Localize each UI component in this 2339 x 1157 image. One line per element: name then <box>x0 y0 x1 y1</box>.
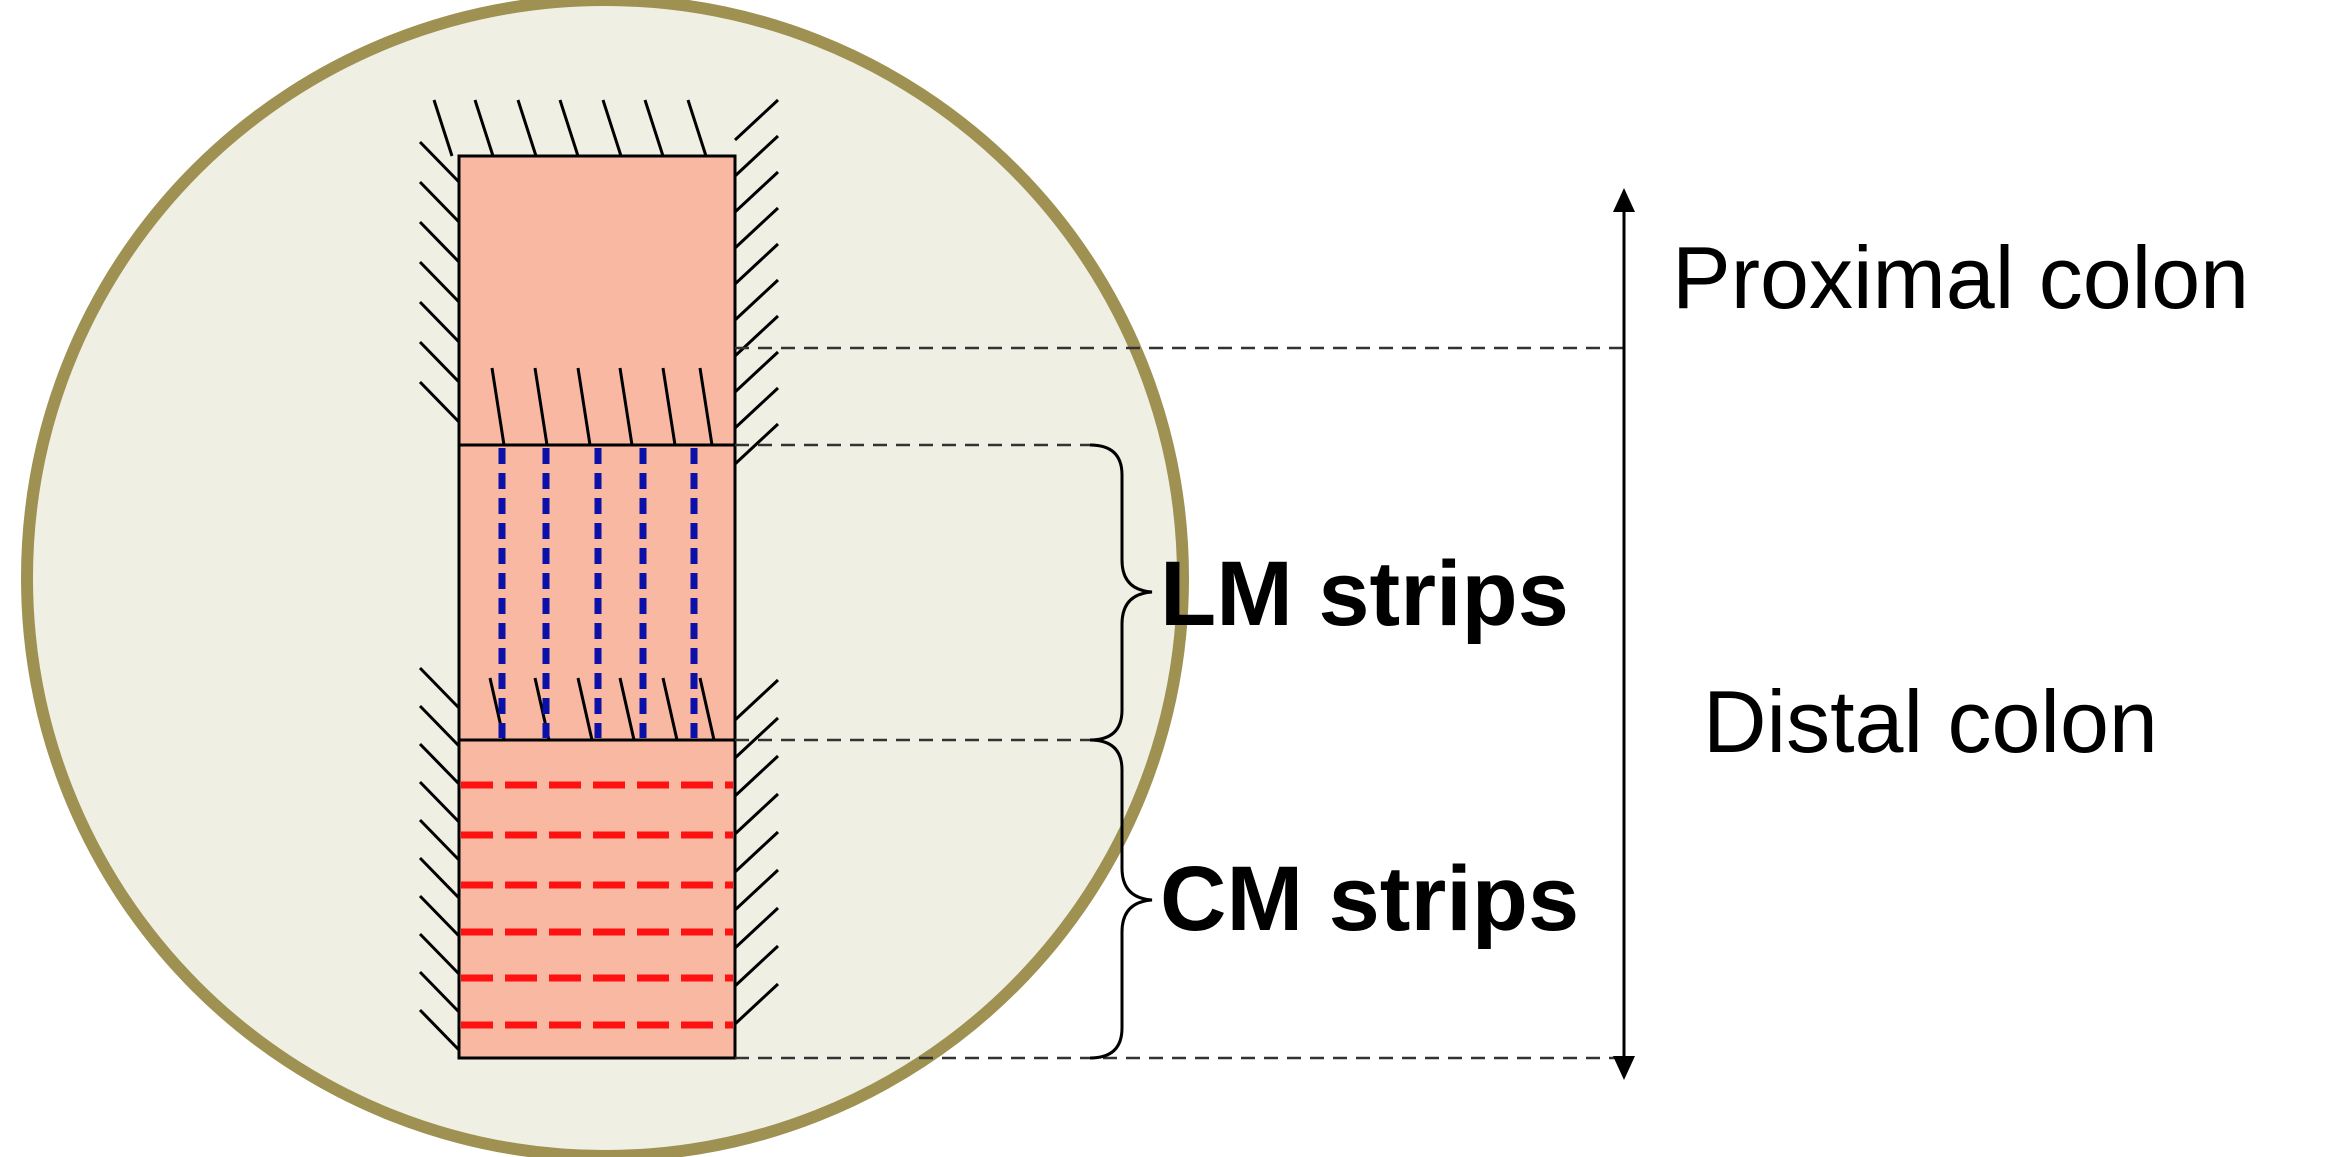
cm-brace <box>1089 738 1153 1060</box>
pin <box>698 677 716 741</box>
label-lm-strips: LM strips <box>1160 543 1569 645</box>
pin <box>733 170 780 214</box>
braces <box>1089 443 1153 1060</box>
pin <box>733 716 780 760</box>
pin <box>643 99 665 157</box>
pin <box>698 367 714 446</box>
cm-strip-cut-lines <box>461 781 733 1029</box>
pin <box>733 278 780 322</box>
pin <box>661 367 677 446</box>
pin <box>618 367 634 446</box>
pin <box>733 98 780 142</box>
pin <box>418 704 461 748</box>
pin <box>418 340 461 384</box>
label-distal-colon: Distal colon <box>1703 672 2158 771</box>
pin <box>432 99 454 157</box>
pin <box>558 99 580 157</box>
arrow-head-bottom <box>1613 1056 1635 1080</box>
pin <box>733 944 780 988</box>
pin <box>733 792 780 836</box>
dashed-guide-lines <box>735 346 1625 1060</box>
colon-length-arrow <box>1613 188 1635 1080</box>
pin <box>733 350 780 394</box>
pin <box>418 1008 461 1052</box>
pin <box>418 894 461 938</box>
pin <box>686 99 708 157</box>
label-proximal-colon: Proximal colon <box>1672 228 2249 327</box>
pin <box>733 982 780 1026</box>
pin <box>601 99 623 157</box>
pin <box>418 666 461 710</box>
pin <box>733 678 780 722</box>
pin <box>418 818 461 862</box>
pin <box>733 906 780 950</box>
pin <box>473 99 495 157</box>
pin <box>516 99 538 157</box>
pin <box>576 677 594 741</box>
pin <box>661 677 679 741</box>
pin <box>418 856 461 900</box>
pin <box>733 754 780 798</box>
arrow-head-top <box>1613 188 1635 212</box>
pin <box>418 300 461 344</box>
tissue-proximal-section <box>457 154 737 447</box>
pin <box>733 314 780 358</box>
pin <box>618 677 636 741</box>
pin <box>418 260 461 304</box>
pin <box>733 386 780 430</box>
pin <box>418 380 461 424</box>
pin <box>733 134 780 178</box>
label-cm-strips: CM strips <box>1160 848 1579 950</box>
tissue-lm-section <box>457 443 737 742</box>
pin <box>418 180 461 224</box>
lm-brace <box>1089 443 1153 742</box>
pin <box>733 242 780 286</box>
pin <box>533 367 549 446</box>
pin <box>490 367 506 446</box>
pin <box>733 830 780 874</box>
pin <box>418 220 461 264</box>
pin <box>418 970 461 1014</box>
pin <box>418 742 461 786</box>
tissue-cm-section <box>457 738 737 1060</box>
pin <box>418 140 461 184</box>
pin <box>733 422 780 466</box>
pin <box>418 780 461 824</box>
pin <box>418 932 461 976</box>
pin <box>733 868 780 912</box>
pin <box>733 206 780 250</box>
pin <box>576 367 592 446</box>
